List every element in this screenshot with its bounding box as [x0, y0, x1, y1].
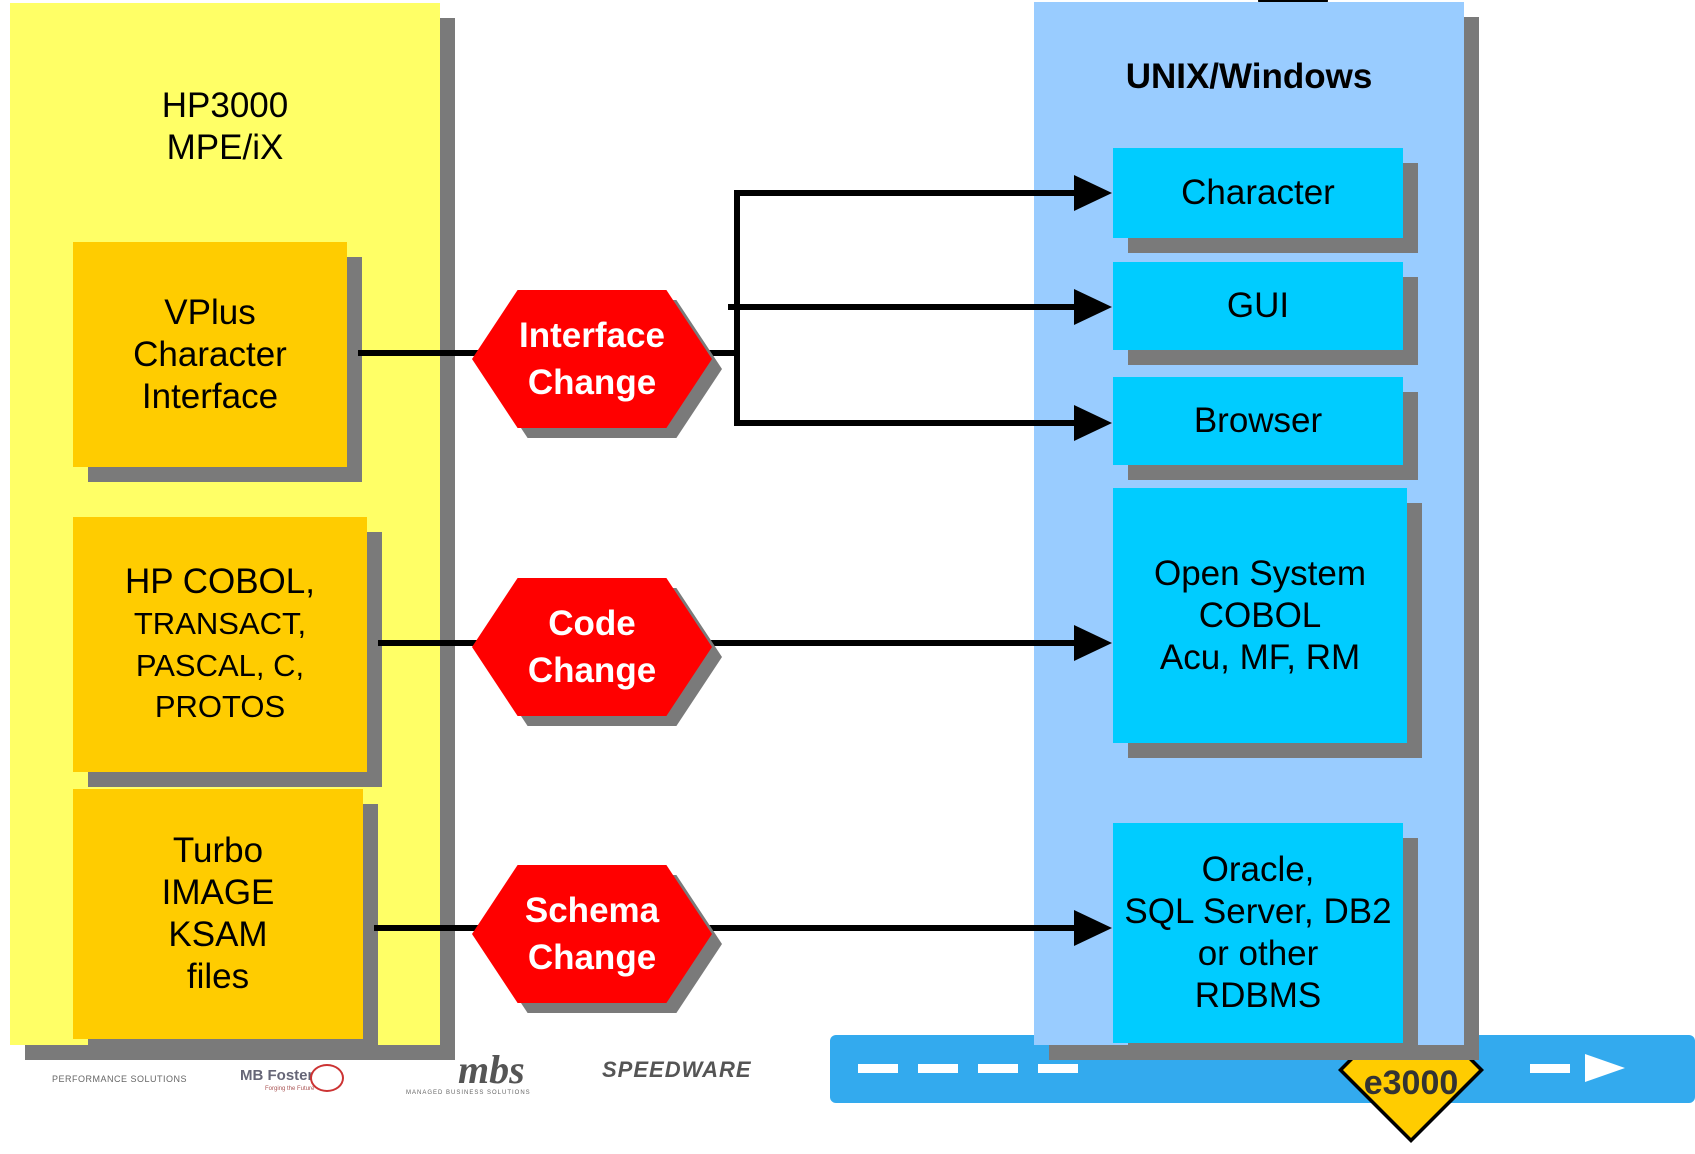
performance-logo-text: PERFORMANCE SOLUTIONS: [52, 1074, 188, 1084]
data-box: Turbo IMAGE KSAM files: [73, 789, 363, 1039]
character-box: Character: [1113, 148, 1403, 238]
vplus-line: Character: [133, 334, 287, 374]
platform-title: HP3000 MPE/iX: [10, 85, 440, 169]
data-line: files: [186, 957, 250, 996]
code-change-node: Code Change: [472, 578, 722, 726]
cobol-line: Acu, MF, RM: [1159, 637, 1361, 677]
code-change-line: Code: [548, 603, 636, 643]
road-dash: [858, 1064, 898, 1073]
schema-connector-left: [374, 925, 488, 931]
code-line: TRANSACT,: [133, 605, 307, 641]
interface-change-line: Interface: [519, 315, 665, 355]
arrow-to-browser-icon: [1074, 405, 1112, 441]
arrow-to-gui-icon: [1074, 289, 1112, 325]
mbfoster-logo-text: MB Foster: [240, 1067, 314, 1084]
data-line: KSAM: [168, 915, 268, 954]
mbs-logo-subtitle: MANAGED BUSINESS SOLUTIONS: [406, 1090, 531, 1096]
interface-change-line: Change: [527, 363, 657, 402]
db-line: or other: [1197, 934, 1319, 973]
arrow-to-character-icon: [1074, 175, 1112, 211]
code-connector-left: [378, 640, 488, 646]
arrow-to-db-icon: [1074, 910, 1112, 946]
db-box: Oracle, SQL Server, DB2 or other RDBMS: [1113, 823, 1403, 1043]
mbfoster-logo-icon: [310, 1064, 344, 1092]
schema-change-node: Schema Change: [472, 865, 722, 1013]
speedware-logo-text: SPEEDWARE: [602, 1057, 752, 1082]
vplus-line: VPlus: [164, 292, 256, 332]
code-line: PROTOS: [154, 689, 286, 725]
interface-branch-gui: [728, 304, 1076, 310]
target-platform-title: UNIX/Windows: [1125, 57, 1373, 96]
arrow-to-cobol-icon: [1074, 625, 1112, 661]
road-dash: [1530, 1064, 1570, 1073]
interface-branch-browser: [734, 420, 1076, 426]
interface-connector-stub: [708, 350, 740, 356]
gui-box: GUI: [1113, 262, 1403, 350]
db-line: RDBMS: [1194, 976, 1322, 1015]
road-sign-label: e3000: [1363, 1064, 1459, 1102]
road-dash: [978, 1064, 1018, 1073]
db-line: Oracle,: [1201, 850, 1315, 889]
road-arrow-icon: [1585, 1054, 1625, 1082]
road-dash: [918, 1064, 958, 1073]
interface-branch-character: [734, 190, 1076, 196]
mbfoster-tagline: Forging the Future: [265, 1086, 315, 1092]
cobol-line: COBOL: [1198, 595, 1322, 635]
code-change-line: Change: [527, 651, 657, 690]
data-line: IMAGE: [161, 873, 275, 912]
schema-change-line: Change: [527, 938, 657, 977]
platform-title-line1: HP3000: [161, 86, 289, 125]
vplus-line: Interface: [141, 376, 279, 416]
interface-change-node: Interface Change: [472, 290, 722, 438]
road-dash: [1038, 1064, 1078, 1073]
vplus-box: VPlus Character Interface: [73, 242, 347, 467]
code-box: HP COBOL, TRANSACT, PASCAL, C, PROTOS: [73, 517, 367, 772]
db-line: SQL Server, DB2: [1124, 892, 1392, 931]
browser-box: Browser: [1113, 377, 1403, 465]
data-line: Turbo: [172, 831, 264, 870]
code-line: PASCAL, C,: [135, 647, 305, 683]
interface-connector-left: [358, 350, 488, 356]
cobol-box: Open System COBOL Acu, MF, RM: [1113, 488, 1407, 743]
code-connector-right: [708, 640, 1076, 646]
schema-change-line: Schema: [524, 890, 660, 930]
code-line: HP COBOL,: [125, 561, 315, 601]
mbs-logo-text: mbs: [458, 1047, 525, 1092]
schema-connector-right: [708, 925, 1076, 931]
cobol-line: Open System: [1153, 553, 1367, 593]
platform-title-line2: MPE/iX: [166, 128, 284, 167]
